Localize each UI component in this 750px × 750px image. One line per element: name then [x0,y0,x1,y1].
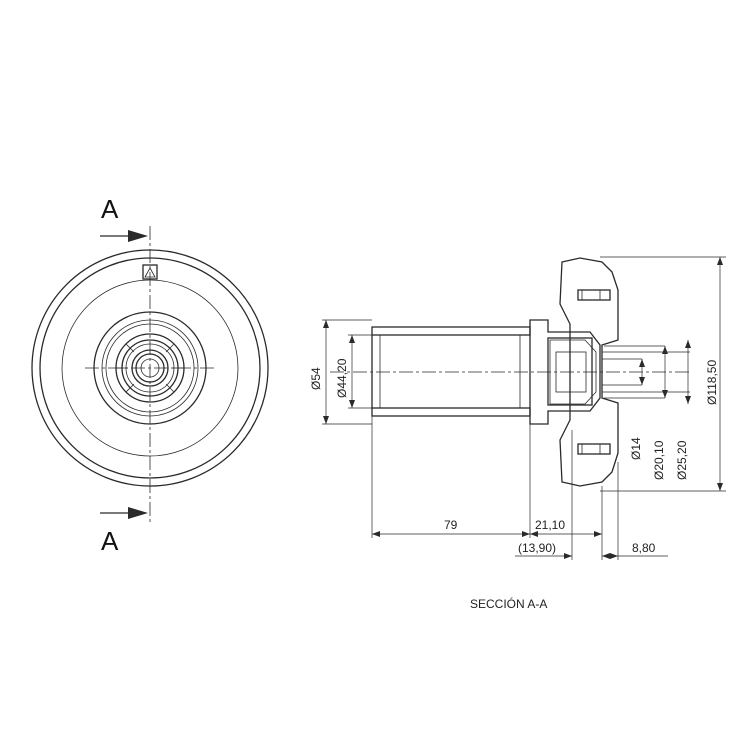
valve-body [529,319,601,425]
dim-dia-20: Ø20,10 [652,346,668,480]
dim-dia-flange: Ø118,50 [600,256,726,492]
section-caption: SECCIÓN A-A [470,596,547,611]
section-view: Ø54 Ø44,20 Ø118,50 Ø14 [309,256,726,611]
section-arrow-top [100,230,148,242]
dim-length-ref: (13,90) [515,541,572,559]
svg-text:Ø25,20: Ø25,20 [675,440,689,480]
svg-text:Ø54: Ø54 [309,367,323,390]
svg-text:Ø118,50: Ø118,50 [705,360,719,405]
tube-wall-bottom [371,407,531,417]
dim-length-body: 21,10 [530,518,602,537]
section-label-bottom: A [101,526,119,556]
svg-text:(13,90): (13,90) [518,541,556,555]
dim-length-flange: 8,80 [602,541,668,559]
tube-wall-top [371,326,531,336]
screw-bottom [577,443,611,455]
dim-dia-inner-tube: Ø44,20 [335,334,372,409]
section-arrow-bottom [100,507,148,519]
svg-text:Ø20,10: Ø20,10 [652,440,666,480]
front-view: A A [31,194,269,556]
screw-top [577,289,611,301]
svg-text:Ø44,20: Ø44,20 [335,358,349,398]
svg-text:Ø14: Ø14 [629,437,643,460]
dim-length-tube: 79 [372,518,530,537]
flange [559,257,619,487]
dim-dia-14: Ø14 [629,359,645,460]
svg-text:8,80: 8,80 [632,541,656,555]
svg-text:21,10: 21,10 [535,518,565,532]
svg-text:79: 79 [444,518,458,532]
dim-dia-outer-tube: Ø54 [309,319,372,425]
section-label-top: A [101,194,119,224]
dim-dia-25: Ø25,20 [675,340,691,480]
